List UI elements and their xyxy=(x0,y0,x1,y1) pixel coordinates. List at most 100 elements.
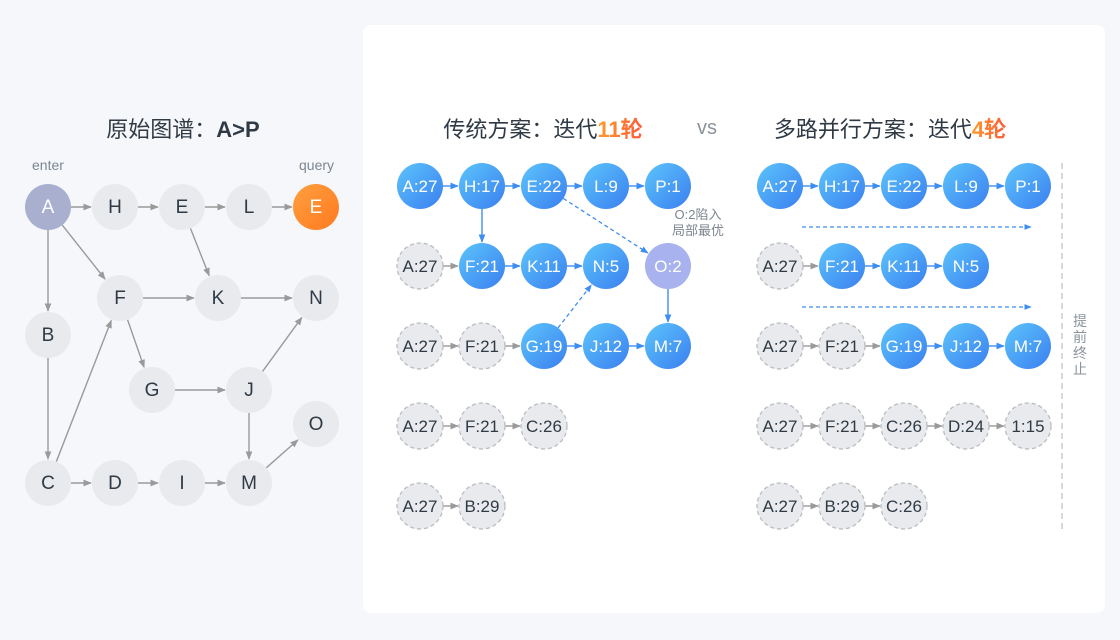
node-circle xyxy=(520,402,568,450)
local-optimum-annotation: O:2陷入局部最优 xyxy=(672,207,724,239)
traditional-node: N:5 xyxy=(583,243,629,289)
node-circle xyxy=(757,163,803,209)
traditional-node: A:27 xyxy=(396,402,444,450)
node-label: C:26 xyxy=(886,417,922,436)
annotation-line: O:2陷入 xyxy=(674,207,722,222)
parallel-node: J:12 xyxy=(943,323,989,369)
node-circle xyxy=(25,184,71,230)
node-circle xyxy=(458,322,506,370)
parallel-node: G:19 xyxy=(881,323,927,369)
node-circle xyxy=(818,322,866,370)
node-circle xyxy=(943,163,989,209)
node-circle xyxy=(396,322,444,370)
node-circle xyxy=(397,163,443,209)
node-label: J:12 xyxy=(950,337,982,356)
node-circle xyxy=(819,163,865,209)
node-label: K:11 xyxy=(527,257,561,276)
node-label: H:17 xyxy=(824,177,860,196)
node-circle xyxy=(521,163,567,209)
node-label: N:5 xyxy=(953,257,979,276)
node-label: P:1 xyxy=(1015,177,1041,196)
node-label: F:21 xyxy=(465,337,499,356)
graph-node-q: E xyxy=(293,184,339,230)
node-circle xyxy=(583,323,629,369)
vs-label: vs xyxy=(697,117,717,139)
node-label: M:7 xyxy=(654,337,682,356)
graph-node-n: N xyxy=(293,275,339,321)
title-text: 原始图谱： xyxy=(106,117,217,142)
jump-edge xyxy=(557,284,592,329)
parallel-node: H:17 xyxy=(819,163,865,209)
node-label: 1:15 xyxy=(1011,417,1044,436)
node-circle xyxy=(1004,402,1052,450)
graph-edge xyxy=(189,228,210,277)
node-circle xyxy=(458,482,506,530)
node-circle xyxy=(881,243,927,289)
graph-node-g: G xyxy=(129,367,175,413)
node-label: P:1 xyxy=(655,177,681,196)
node-circle xyxy=(396,402,444,450)
parallel-node: E:22 xyxy=(881,163,927,209)
node-circle xyxy=(818,482,866,530)
node-circle xyxy=(226,184,272,230)
node-label: M xyxy=(241,473,257,494)
node-label: A:27 xyxy=(763,177,798,196)
node-circle xyxy=(881,323,927,369)
graph-node-j: J xyxy=(226,367,272,413)
parallel-node: A:27 xyxy=(757,163,803,209)
node-circle xyxy=(756,322,804,370)
annotation-line: 局部最优 xyxy=(672,223,725,238)
node-circle xyxy=(293,275,339,321)
graph-edge xyxy=(61,224,106,280)
node-circle xyxy=(881,163,927,209)
node-circle xyxy=(92,184,138,230)
node-label: M:7 xyxy=(1014,337,1042,356)
node-label: F:21 xyxy=(825,417,859,436)
node-circle xyxy=(396,242,444,290)
node-label: A:27 xyxy=(403,417,438,436)
node-label: A:27 xyxy=(403,177,438,196)
traditional-node: F:21 xyxy=(458,322,506,370)
title-text: 多路并行方案：迭代 xyxy=(773,117,972,142)
node-label: A:27 xyxy=(763,497,798,516)
node-label: C xyxy=(41,473,55,494)
node-label: E xyxy=(176,197,189,218)
graph-node-k: K xyxy=(195,275,241,321)
node-circle xyxy=(819,243,865,289)
node-circle xyxy=(521,243,567,289)
node-label: A:27 xyxy=(763,257,798,276)
parallel-node: A:27 xyxy=(756,242,804,290)
node-label: O xyxy=(309,414,324,435)
graph-node-f: F xyxy=(97,275,143,321)
parallel-node: F:21 xyxy=(819,243,865,289)
graph-node-h: H xyxy=(92,184,138,230)
node-circle xyxy=(645,243,691,289)
graph-node-m: M xyxy=(226,460,272,506)
node-label: N:5 xyxy=(593,257,619,276)
node-circle xyxy=(943,243,989,289)
traditional-title: 传统方案：迭代11轮 xyxy=(443,112,642,144)
graph-node-d: D xyxy=(92,460,138,506)
graph-node-e: E xyxy=(159,184,205,230)
graph-node-b: B xyxy=(25,312,71,358)
traditional-node: C:26 xyxy=(520,402,568,450)
node-circle xyxy=(159,184,205,230)
original-graph-title: 原始图谱：A>P xyxy=(106,112,259,144)
node-label: G:19 xyxy=(526,337,563,356)
title-highlight: A>P xyxy=(216,117,260,142)
node-label: D:24 xyxy=(948,417,984,436)
title-highlight: 11轮 xyxy=(597,117,643,142)
node-circle xyxy=(159,460,205,506)
node-label: A:27 xyxy=(763,417,798,436)
traditional-node: G:19 xyxy=(521,323,567,369)
parallel-node: A:27 xyxy=(756,482,804,530)
node-label: C:26 xyxy=(886,497,922,516)
graph-node-c: C xyxy=(25,460,71,506)
node-label: J xyxy=(244,380,254,401)
parallel-title: 多路并行方案：迭代4轮 xyxy=(774,112,1006,144)
graph-edge xyxy=(261,316,303,372)
parallel-node: N:5 xyxy=(943,243,989,289)
node-label: F:21 xyxy=(825,337,859,356)
node-circle xyxy=(195,275,241,321)
